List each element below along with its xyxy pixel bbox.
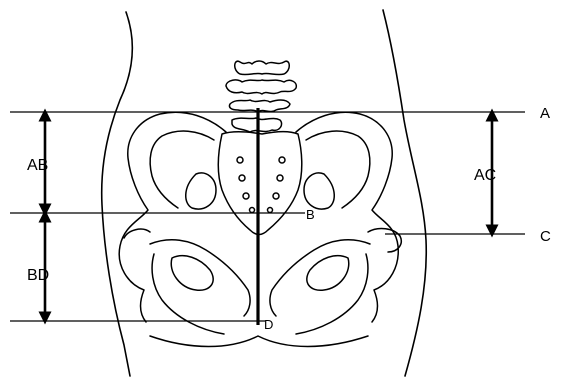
left-ischium [152,254,224,334]
pelvis-illustration [119,61,401,347]
sacrum [218,132,302,235]
lumbar-vertebra-2 [226,80,296,94]
measurement-arrows [45,115,492,318]
lumbar-vertebra-3 [229,100,290,112]
label-ac: AC [474,167,496,184]
label-bd: BD [27,267,49,284]
left-iliac-inner [150,131,214,208]
lumbar-vertebra [235,61,290,75]
left-hip-socket [186,173,216,209]
left-greater-trochanter [124,229,150,238]
right-ischium [296,254,368,334]
right-iliac-inner [306,131,370,208]
right-hip-socket [304,173,334,209]
reference-lines [10,112,525,321]
label-a: A [540,105,550,122]
label-d: D [264,317,273,332]
right-torso-contour [383,10,426,376]
gluteal-fold [150,336,368,347]
left-obturator [171,256,213,291]
label-b: B [306,207,315,222]
label-c: C [540,228,551,245]
right-obturator [307,256,349,291]
label-ab: AB [27,157,48,174]
left-iliac-wing [119,112,226,322]
